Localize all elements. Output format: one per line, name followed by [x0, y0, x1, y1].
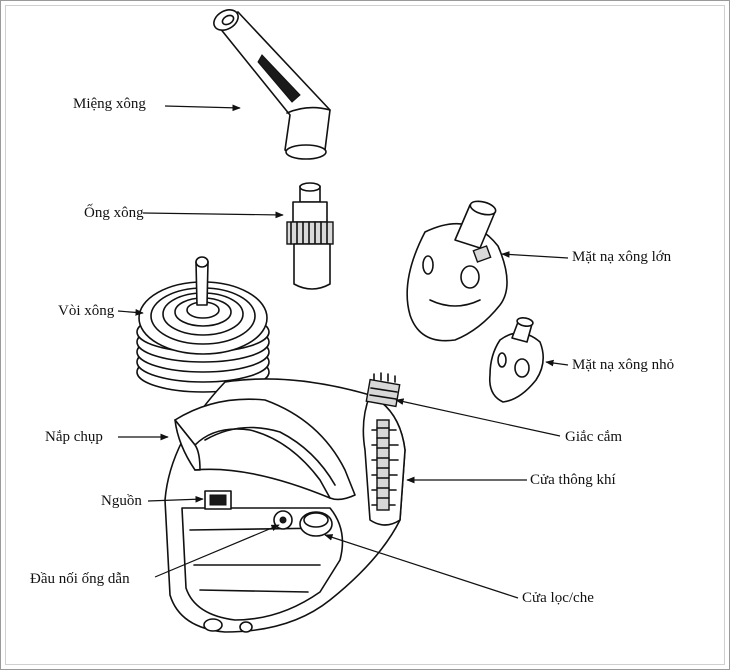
label-lid: Nắp chụp [45, 429, 103, 445]
tubing-coil-part [136, 256, 270, 393]
plug-part [365, 372, 401, 408]
label-power: Nguồn [101, 493, 142, 509]
label-tubing: Vòi xông [58, 303, 115, 319]
lid-part [174, 398, 356, 501]
label-adult-mask: Mặt nạ xông lớn [572, 249, 672, 265]
mouthpiece-part [213, 9, 331, 160]
child-mask-part [488, 317, 544, 403]
inner-frame [5, 5, 725, 665]
nebulizer-cup-part [286, 182, 334, 290]
label-nebulizer-cup: Ống xông [84, 205, 144, 221]
label-vent: Cửa thông khí [530, 472, 616, 488]
label-child-mask: Mặt nạ xông nhỏ [572, 357, 675, 373]
compressor-body-part [164, 378, 406, 633]
leader-lines [117, 104, 569, 599]
label-mouthpiece: Miệng xông [73, 96, 146, 112]
label-filter-cover: Cửa lọc/che [522, 590, 594, 606]
label-tube-connector: Đầu nối ống dẫn [30, 571, 130, 587]
label-plug: Giắc cắm [565, 429, 623, 445]
adult-mask-part [406, 200, 508, 342]
